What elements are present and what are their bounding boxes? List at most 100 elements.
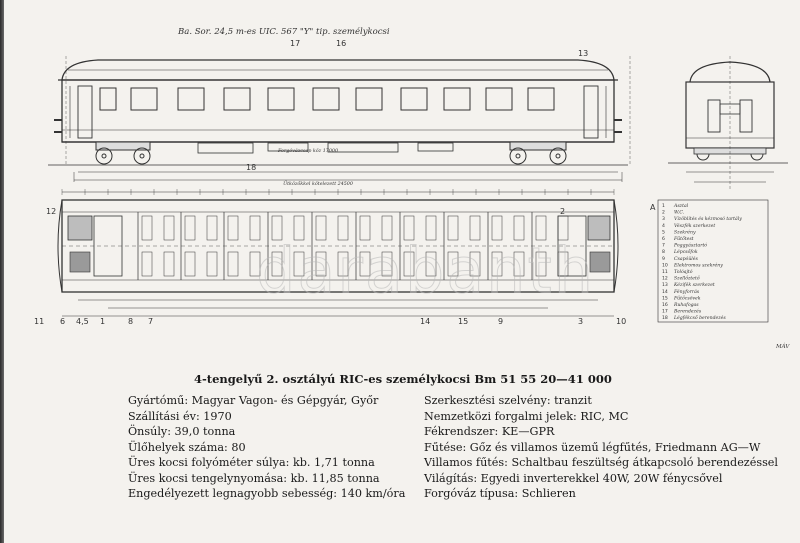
legend-text: Fényforrás [673,288,700,295]
legend-text: Kézifék szerkezet [673,281,715,288]
legend-text: Csapóülés [674,255,698,262]
seat [469,251,481,277]
legend-text: Berendezés [673,308,702,315]
seat [491,215,503,241]
window [223,87,251,111]
callout-number: 3 [578,317,583,326]
spec-line: Nemzetközi forgalmi jelek: RIC, MC [424,409,629,423]
seat [359,251,371,277]
seat [381,251,393,277]
legend-text: Asztal [673,203,689,209]
carbody-side [61,79,615,143]
window [443,87,471,111]
seat [227,251,239,277]
seat [315,215,327,241]
seat [141,251,153,277]
drawing-linework [48,56,788,323]
equipment-box [589,251,611,273]
seat [293,215,305,241]
legend-text: Tolóajtó [674,268,693,275]
spec-line: Fékrendszer: KE—GPR [424,425,555,438]
seat [227,215,239,241]
callout-number: 13 [578,49,588,58]
door [583,85,599,139]
legend-text: W.C. [674,210,685,216]
seat [535,251,547,277]
callout-number: 17 [290,39,300,48]
end-door [707,99,721,133]
window [527,87,555,111]
legend-box [657,199,769,323]
seat [337,251,349,277]
spec-line: Villamos fűtés: Schaltbau feszültség átk… [424,456,779,469]
legend-number: 17 [662,309,668,315]
window [400,87,428,111]
legend-number: 14 [662,289,668,295]
spec-line: Szállítási év: 1970 [128,409,232,423]
legend-number: 3 [662,216,665,222]
legend-text: Poggyásztartó [673,242,707,249]
seat [271,215,283,241]
seat [184,215,196,241]
spec-line: Világítás: Egyedi inverterekkel 40W, 20W… [424,471,723,485]
spec-line: Üres kocsi tengelynyomása: kb. 11,85 ton… [128,471,380,485]
seat [206,251,218,277]
bogie-frame [95,141,151,151]
seat [163,251,175,277]
legend-number: 8 [662,249,665,255]
legend-text: Szellőztető [674,275,700,282]
seat [469,215,481,241]
underframe-box [327,142,399,153]
seat [293,251,305,277]
legend-text: Vízöblítés és kézmosó tartály [674,215,742,222]
specs-right: Szerkesztési szelvény: tranzit Nemzetköz… [424,393,778,502]
seat [271,251,283,277]
underframe-box [197,142,254,154]
seat [403,251,415,277]
legend-number: 10 [662,262,668,268]
corner-mark: MÁV [775,343,790,350]
wheel [139,153,145,159]
seat [491,251,503,277]
legend-text: Vészfék szerkezet [674,222,715,229]
legend-text: Fűtőcsövek [673,294,701,301]
wheel [515,153,521,159]
callout-number: 18 [246,163,256,172]
seat [447,215,459,241]
callout-number: 7 [148,317,153,326]
legend-number: 6 [662,236,665,242]
seat [447,251,459,277]
callout-number: 2 [560,207,565,216]
window [99,87,117,111]
wheel [133,147,151,165]
spec-line: Ülőhelyek száma: 80 [128,440,246,454]
callout-number: 1 [100,317,105,326]
legend-text: Ruhafogas [673,302,699,308]
callout-number: 6 [60,317,65,326]
plan-ends [57,199,619,293]
legend-text: Lépcsőfok [673,248,698,255]
legend-text: Légfékcső berendezés [673,314,726,321]
legend-number: 2 [662,210,665,216]
legend-number: 13 [662,282,668,288]
legend-text: Fűtőtest [673,235,694,242]
callout-number: 8 [128,317,133,326]
dimension-label: Forgóvázcsap köz 17000 [277,147,338,154]
callout-number: 16 [336,39,346,48]
wheel [549,147,567,165]
specs-left: Gyártómű: Magyar Vagon- és Gépgyár, Győr… [128,393,405,502]
spec-line: Üres kocsi folyóméter súlya: kb. 1,71 to… [128,456,375,469]
spec-line: Gyártómű: Magyar Vagon- és Gépgyár, Győr [128,394,379,407]
book-spine [0,0,4,543]
seat [403,215,415,241]
drawing-title: Ba. Sor. 24,5 m-es UIC. 567 "Y" tip. sze… [177,26,390,37]
legend-text: Szekrény [674,228,696,235]
wheel [95,147,113,165]
window [312,87,340,111]
caption: 4-tengelyű 2. osztályú RIC-es személykoc… [194,372,612,386]
carbody-roof [61,59,615,81]
door [77,85,93,139]
wheel [101,153,107,159]
equipment-box [69,251,91,273]
legend-number: 16 [662,302,668,308]
